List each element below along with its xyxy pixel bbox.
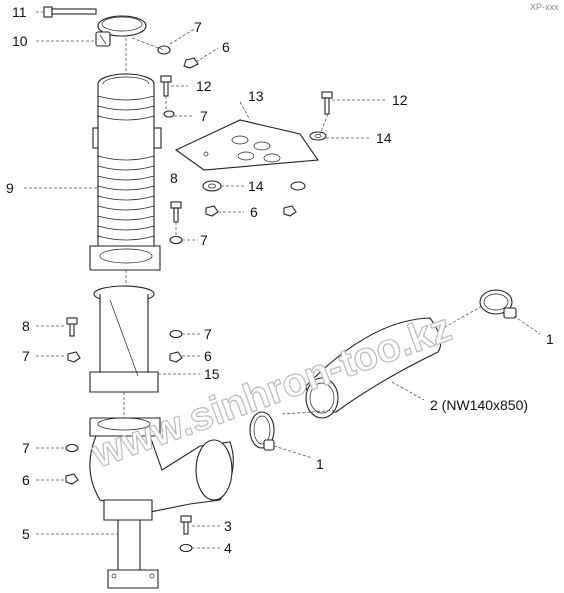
part-1-hose-clamp-b <box>479 289 517 319</box>
part-15-spacer-pipe <box>89 285 159 393</box>
callout-7-b: 7 <box>200 108 208 124</box>
part-7-washer-d <box>67 351 81 363</box>
part-8-bolt-b <box>66 317 78 337</box>
callout-3: 3 <box>224 518 232 534</box>
callout-6-d: 6 <box>22 472 30 488</box>
leader-lines <box>24 11 541 549</box>
callout-7-c: 7 <box>200 232 208 248</box>
callout-8-b: 8 <box>22 318 30 334</box>
callout-10: 10 <box>12 33 28 49</box>
callout-4: 4 <box>224 540 232 556</box>
part-5-elbow-stand <box>89 417 234 589</box>
callout-5: 5 <box>22 526 30 542</box>
callout-8-a: 8 <box>170 170 178 186</box>
callout-1-b: 1 <box>546 331 554 347</box>
part-13-mounting-plate <box>174 119 319 171</box>
part-12-bolt-b <box>321 91 333 115</box>
part-3-bolt <box>180 515 192 535</box>
part-10-hose-clamp <box>95 15 147 47</box>
callout-2: 2 (NW140x850) <box>430 397 528 413</box>
part-2-hose <box>305 317 442 419</box>
part-14-washer-c <box>290 181 306 191</box>
part-7-washer-f <box>65 443 79 453</box>
callout-9: 9 <box>6 180 14 196</box>
part-1-hose-clamp-a <box>249 411 275 451</box>
callout-7-d: 7 <box>22 348 30 364</box>
part-7-washer-c <box>169 235 183 245</box>
callout-14-b: 14 <box>248 178 264 194</box>
part-6-nut-b <box>205 205 219 217</box>
callout-13: 13 <box>248 88 264 104</box>
callout-6-c: 6 <box>204 348 212 364</box>
part-8-bolt-a <box>170 201 182 223</box>
part-4-washer <box>179 543 193 553</box>
callout-1-a: 1 <box>316 456 324 472</box>
part-6-nut-d <box>169 351 183 363</box>
part-7-washer-a <box>157 45 171 55</box>
part-12-bolt-a <box>160 75 172 97</box>
callout-7-f: 7 <box>22 440 30 456</box>
part-7-washer-b <box>163 110 175 118</box>
part-6-nut-a <box>183 57 199 69</box>
part-7-washer-e <box>169 329 183 339</box>
callout-labels: 11 10 7 6 12 7 13 12 14 9 8 14 6 7 8 7 7… <box>6 4 554 556</box>
part-11-bolt <box>43 6 97 18</box>
callout-6-a: 6 <box>222 39 230 55</box>
callout-11: 11 <box>12 4 27 20</box>
drawing-reference-code: XP-xxx <box>530 2 559 12</box>
part-14-washer-a <box>309 131 327 141</box>
callout-6-b: 6 <box>250 204 258 220</box>
part-6-nut-e <box>65 473 79 485</box>
callout-7-e: 7 <box>204 326 212 342</box>
part-9-flexible-bellows <box>89 73 162 271</box>
callout-15: 15 <box>204 366 220 382</box>
part-6-nut-c <box>283 205 297 217</box>
callout-14-a: 14 <box>376 130 392 146</box>
callout-12-b: 12 <box>392 92 408 108</box>
callout-7-a: 7 <box>194 19 202 35</box>
part-14-washer-b <box>202 180 222 192</box>
callout-12-a: 12 <box>196 78 212 94</box>
